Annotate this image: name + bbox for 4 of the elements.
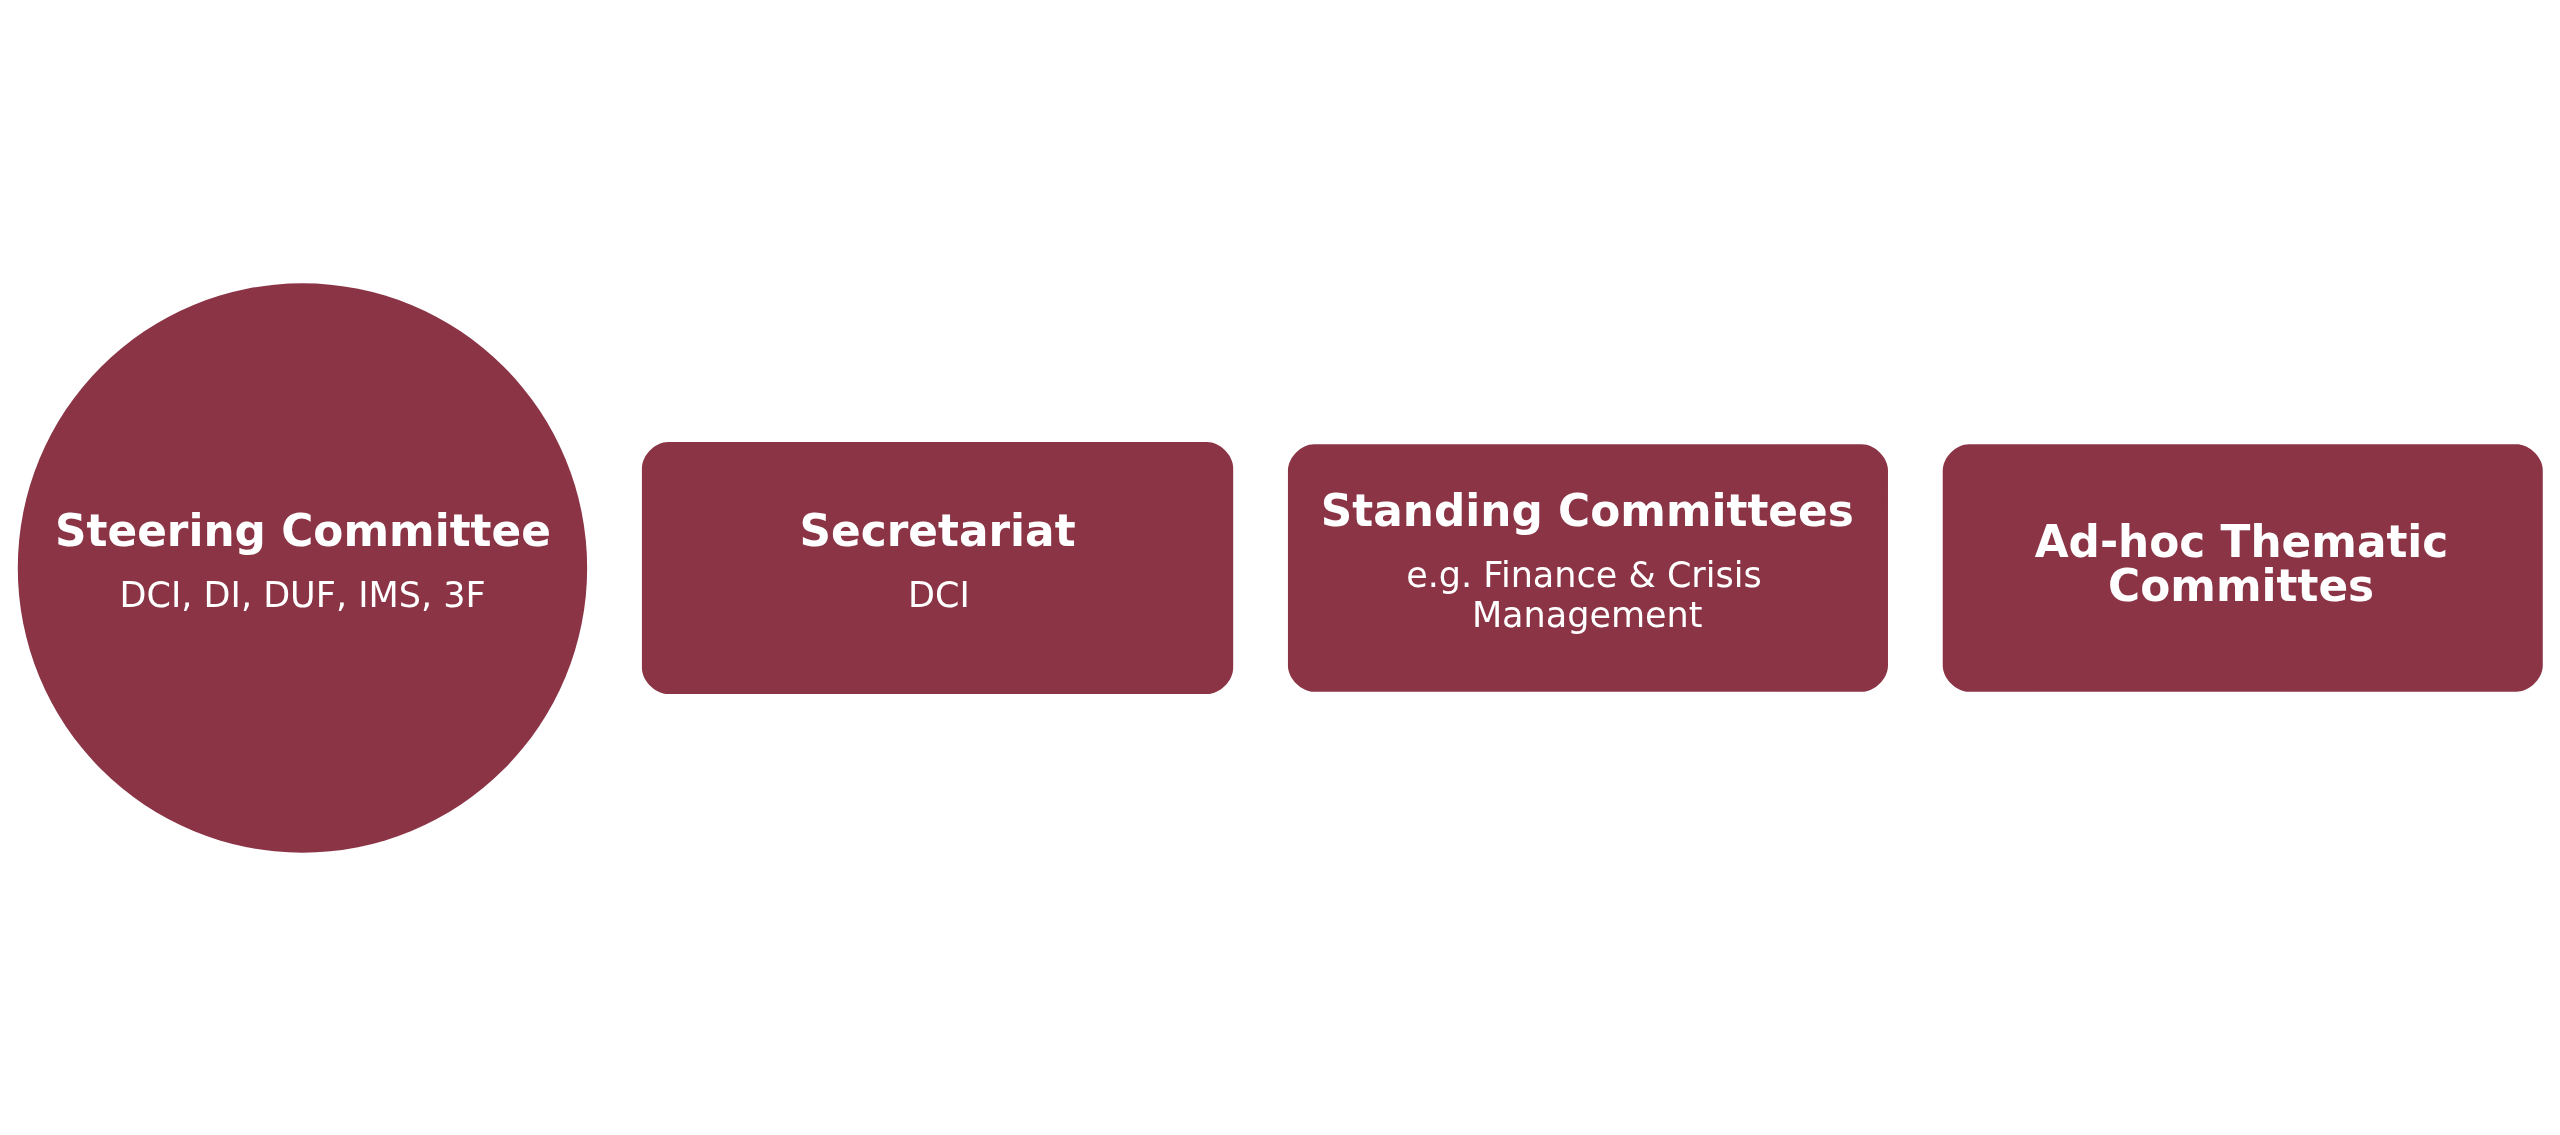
node-circle: Steering Committee DCI, DI, DUF, IMS, 3F [17, 282, 588, 853]
node-box: Standing Committees e.g. Finance & Crisis Management [1287, 443, 1888, 692]
node-box: Secretariat DCI [641, 441, 1234, 694]
node-box: Ad-hoc Thematic Committes [1942, 443, 2543, 692]
